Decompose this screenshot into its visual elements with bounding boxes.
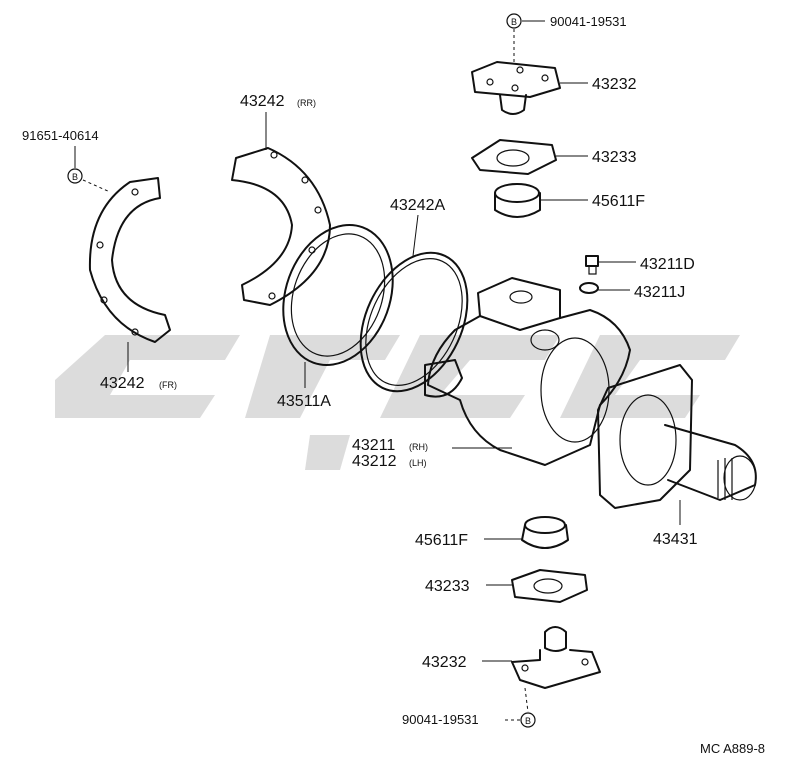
oil-seal [282,224,394,388]
steering-knuckle-housing [424,277,631,466]
label-bolt-left: 91651-40614 [22,128,99,143]
seal-ring [359,214,469,393]
label-knuckle-rh-sub: (RH) [409,442,428,452]
svg-text:B: B [511,17,517,27]
svg-text:B: B [72,172,78,182]
label-cap-bottom: 43232 [422,654,467,671]
label-bearing-bottom: 45611F [415,532,468,549]
label-seal-ring: 43242A [390,197,445,214]
label-spindle: 43431 [653,531,698,548]
bearing-bottom [484,516,569,549]
bearing-top [494,183,588,218]
label-cover-rr-sub: (RR) [297,98,316,108]
label-cover-rr: 43242 [240,93,285,110]
label-cap-top: 43232 [592,76,637,93]
gasket [579,282,630,294]
plug [585,255,636,275]
label-cover-fr: 43242 [100,375,145,392]
svg-text:B: B [525,716,531,726]
king-pin-cap-top [471,61,588,115]
figure-code: MC A889-8 [700,741,765,756]
label-cover-fr-sub: (FR) [159,380,177,390]
steering-knuckle-cover-rr [231,112,331,306]
label-gasket: 43211J [634,284,685,301]
label-oil-seal: 43511A [277,393,331,410]
king-pin-cap-bottom [482,626,601,713]
bolt-left-symbol: B [67,146,111,193]
label-knuckle-lh: 43212 [352,453,397,470]
label-shim-top: 43233 [592,149,637,166]
label-bearing-top: 45611F [592,193,645,210]
shim-bottom [486,569,588,603]
bolt-bottom-symbol: B [505,712,536,728]
label-knuckle-rh: 43211 [352,437,395,454]
label-shim-bottom: 43233 [425,578,470,595]
spindle [597,364,757,525]
label-knuckle-lh-sub: (LH) [409,458,427,468]
steering-knuckle-cover-fr [88,177,171,372]
watermark-logo [55,335,740,470]
label-plug: 43211D [640,256,695,273]
label-bolt-top: 90041-19531 [550,14,627,29]
bolt-top-symbol: B [506,13,545,62]
shim-top [471,139,588,175]
label-bolt-bottom: 90041-19531 [402,712,479,727]
